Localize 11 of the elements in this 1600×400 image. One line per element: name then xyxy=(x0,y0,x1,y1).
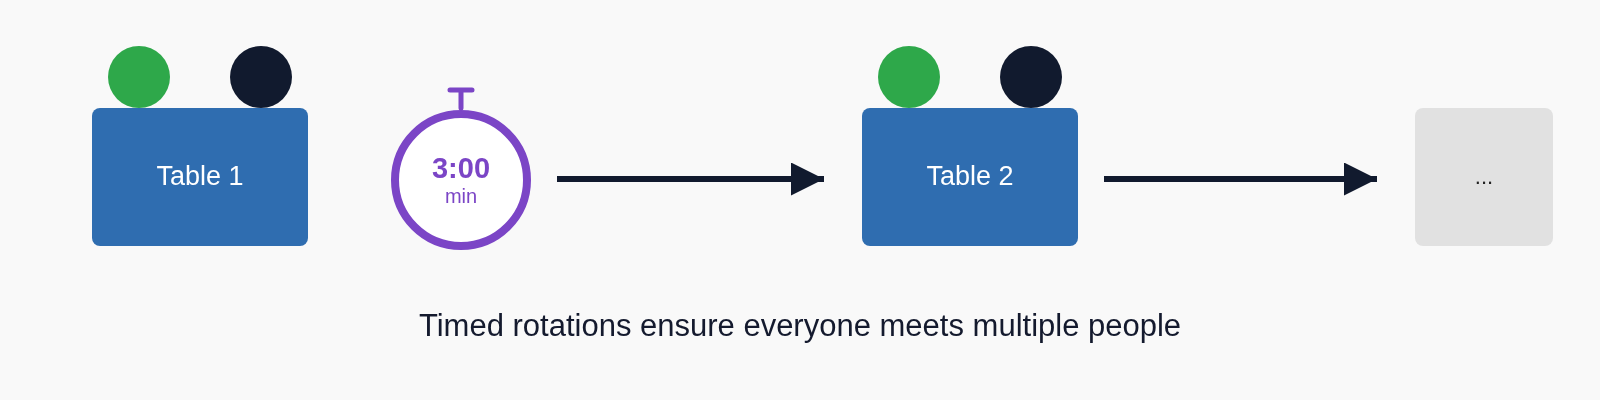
arrow xyxy=(557,162,824,196)
timer-unit: min xyxy=(444,184,478,207)
table-box xyxy=(862,108,1078,246)
caption: Timed rotations ensure everyone meets multiple people xyxy=(418,308,1182,343)
node-label: Table 2 xyxy=(926,162,1014,192)
placeholder-box xyxy=(1415,108,1553,246)
node-label: Table 1 xyxy=(156,162,244,192)
node-label: ... xyxy=(1474,164,1494,190)
timer-value: 3:00 xyxy=(431,153,490,185)
arrow xyxy=(1104,162,1377,196)
table-box xyxy=(92,108,308,246)
